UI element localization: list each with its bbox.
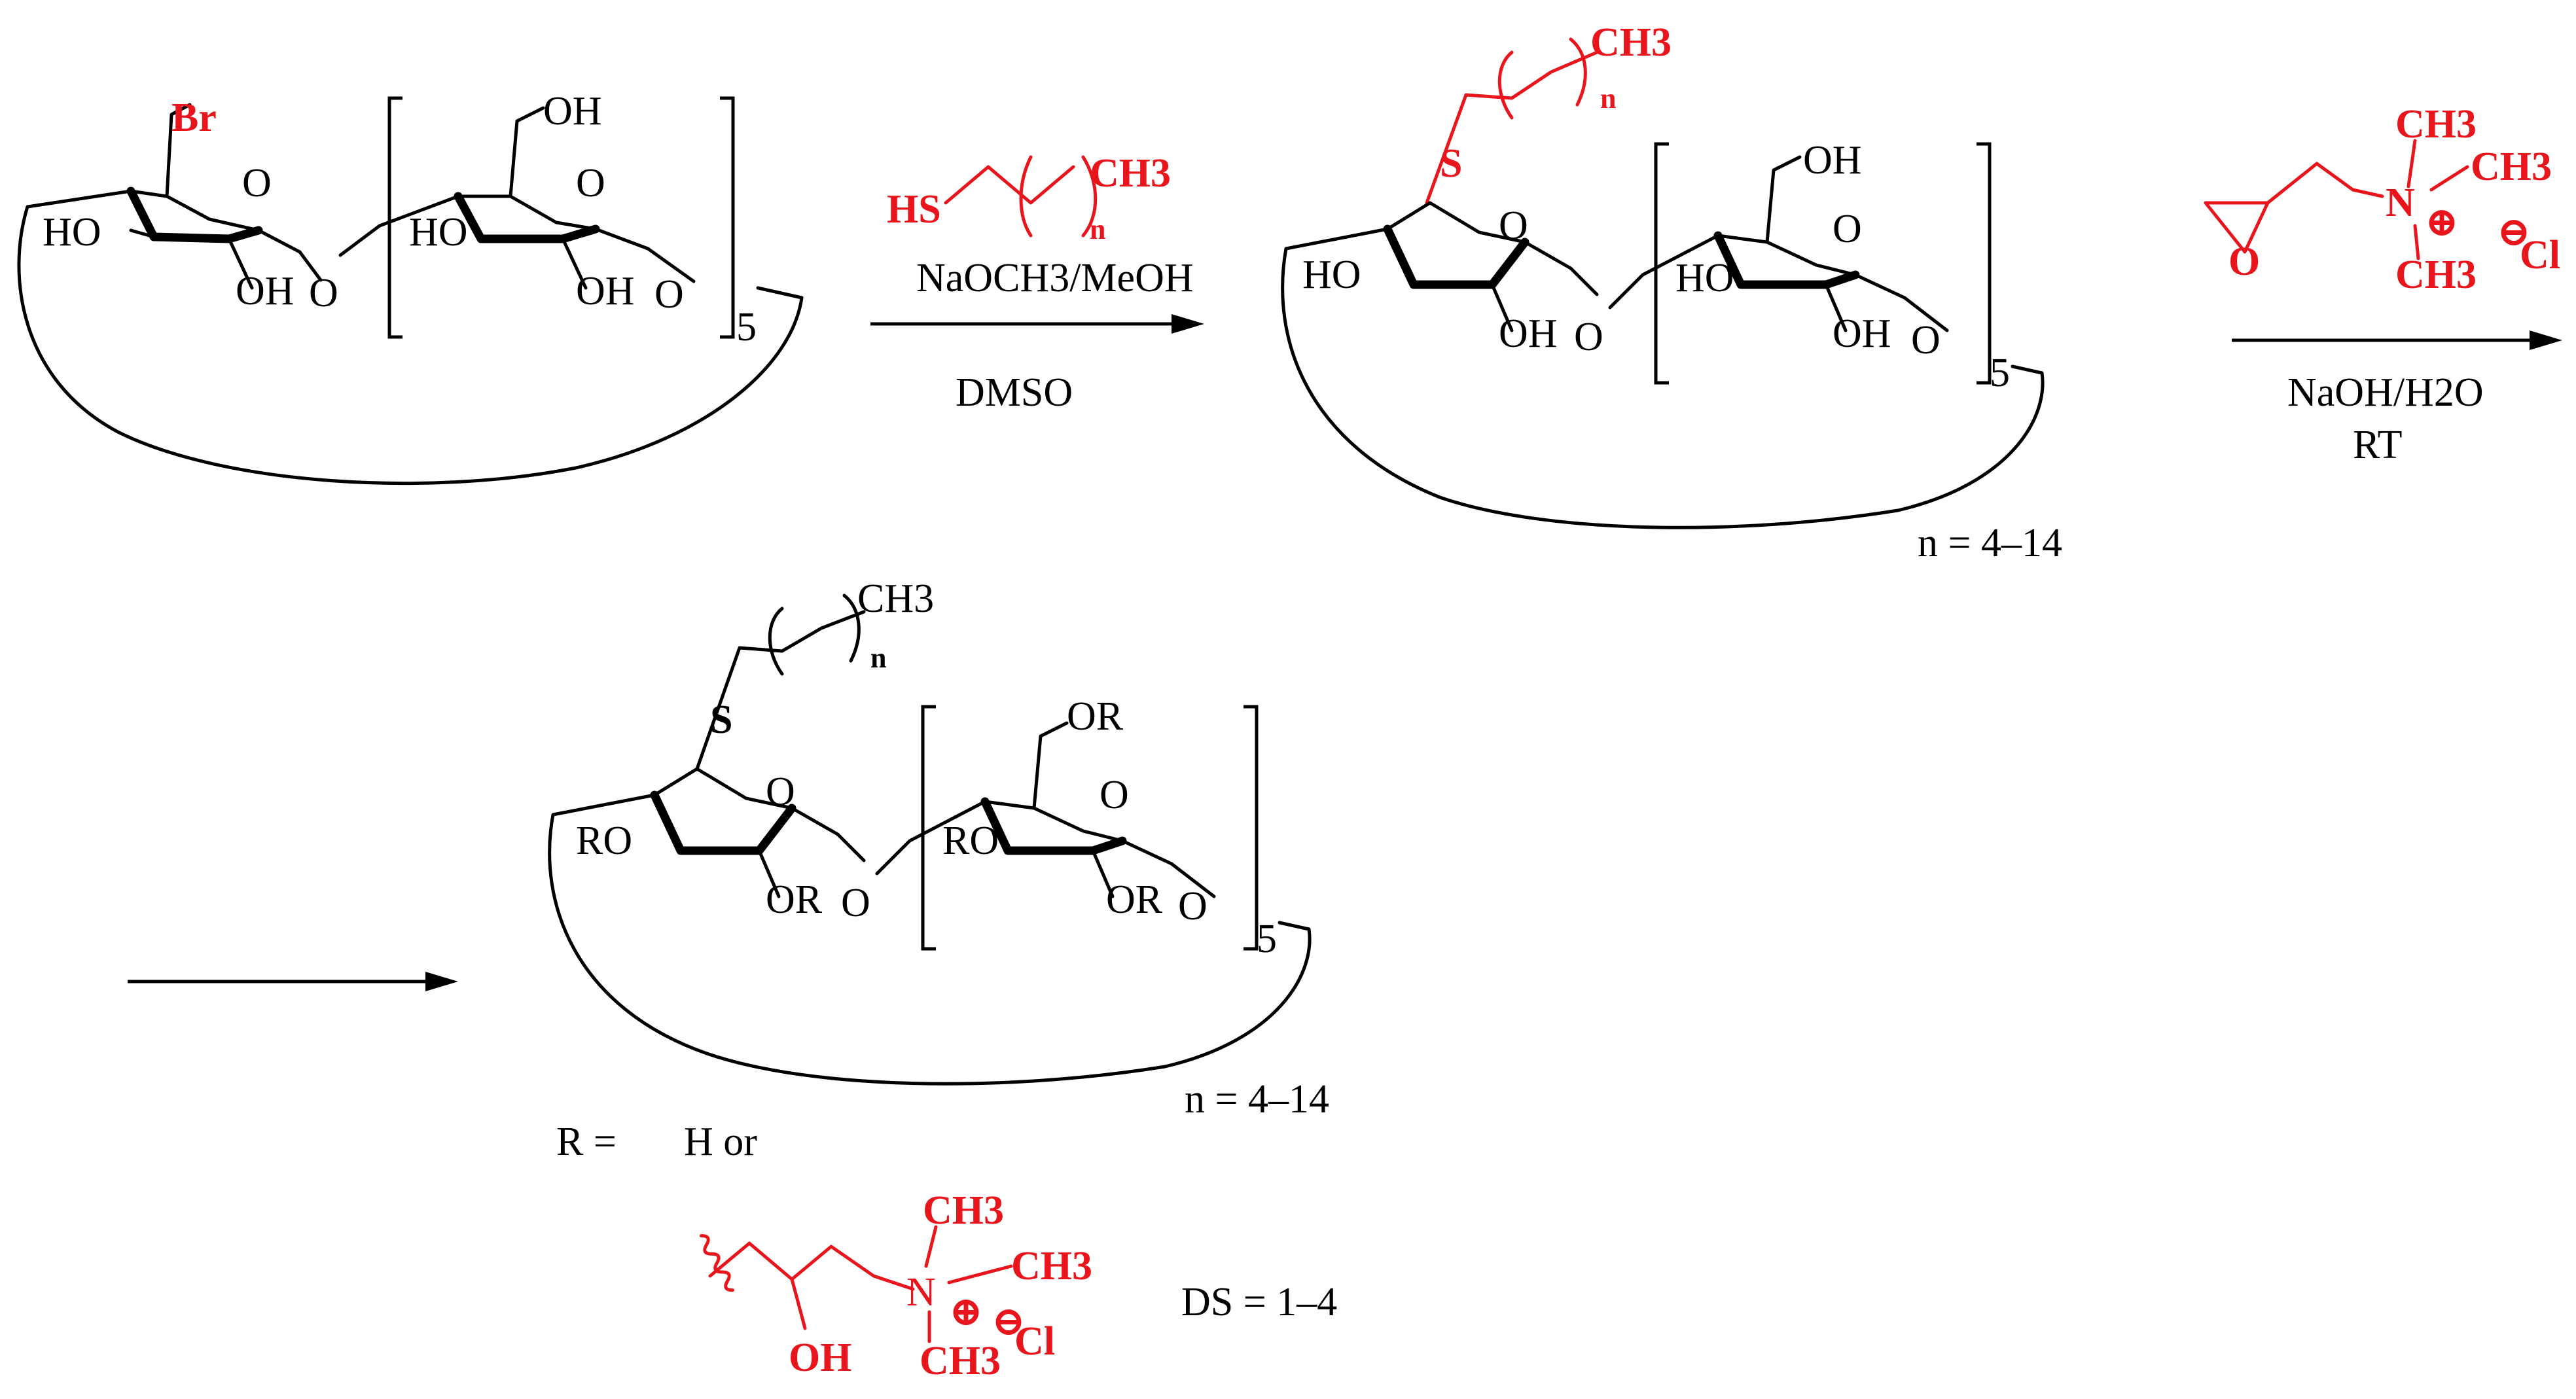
reagent-below-label: DMSO	[956, 370, 1073, 415]
chain-n-label: n	[1600, 82, 1616, 115]
chain-ch3-label: CH3	[1590, 20, 1672, 65]
substituent-chloride-label: Cl	[1014, 1319, 1055, 1364]
glucose-unit-repeat-intermediate	[1608, 155, 1949, 332]
chloride-label: Cl	[2520, 233, 2560, 277]
ammonium-ch3-bottom-label: CH3	[2395, 253, 2477, 297]
glucose-unit-repeat	[338, 106, 696, 290]
glycosidic-oxygen-label: O	[309, 271, 338, 315]
alkoxy-label-repeat-left: RO	[942, 819, 999, 863]
ds-range-label: DS = 1–4	[1181, 1280, 1337, 1324]
hydroxyl-label-top-repeat: OH	[1803, 138, 1862, 183]
intermediate-molecule: S CH3 n O HO OH O OH O HO OH O 5 n = 4–1…	[1281, 20, 2062, 565]
reagent-above-label: NaOCH3/MeOH	[916, 256, 1194, 300]
thiol-ch3-label: CH3	[1090, 151, 1171, 196]
epoxide-ring	[2204, 201, 2270, 254]
chain-n-label: n	[870, 642, 886, 674]
hydroxyl-label-top-repeat: OH	[543, 89, 602, 133]
sulfur-label: S	[710, 698, 732, 742]
n-range-label: n = 4–14	[1918, 521, 2062, 565]
hydroxyl-label-left: HO	[43, 210, 101, 255]
thiol-hs-label: HS	[887, 187, 941, 232]
bromo-label: Br	[171, 96, 217, 140]
thiol-chain	[944, 165, 1075, 205]
product-molecule: S CH3 n O RO OR O OR O RO OR O 5 n = 4–1…	[548, 576, 1329, 1164]
glycosidic-oxygen-repeat-label: O	[1911, 318, 1941, 363]
left-bracket	[387, 96, 402, 339]
ring-oxygen-label: O	[766, 770, 795, 814]
hydroxyl-label-bottom: OH	[1499, 311, 1558, 356]
ring-oxygen-repeat-label: O	[1833, 207, 1862, 251]
cyclodextrin-loop	[17, 205, 804, 486]
left-bracket	[1654, 142, 1669, 385]
glycosidic-oxygen-label: O	[841, 881, 870, 925]
substituent-minus-label: ⊖	[992, 1300, 1026, 1344]
repeat-count-label: 5	[736, 305, 757, 349]
product-thio-chain	[695, 610, 866, 771]
substituent-ch3-top-label: CH3	[923, 1188, 1004, 1233]
ring-oxygen-label: O	[242, 161, 272, 205]
hydroxyl-label-bottom: OH	[236, 269, 295, 313]
glucose-unit-product	[551, 767, 866, 898]
thio-chain	[1425, 50, 1599, 205]
right-bracket	[1243, 705, 1259, 951]
hydroxyl-label-repeat-left: HO	[409, 210, 468, 255]
glycosidic-oxygen-label: O	[1574, 315, 1603, 359]
ammonium-ch3-top-label: CH3	[2395, 102, 2477, 147]
repeat-count-label: 5	[1990, 351, 2010, 395]
ammonium-n-label: N	[2386, 181, 2415, 225]
r-equals-label: R =	[556, 1120, 617, 1164]
cyclodextrin-loop-product	[548, 813, 1312, 1086]
step-3	[128, 972, 458, 991]
step-2-arrowhead	[2530, 330, 2562, 350]
r-options-label: H or	[684, 1120, 757, 1164]
reactant-molecule: Br O HO OH O OH O HO OH O 5	[17, 89, 804, 486]
hydroxyl-label-repeat-left: HO	[1675, 256, 1734, 300]
reagent-below-label: NaOH/H2O	[2287, 370, 2484, 415]
thiol-n-label: n	[1090, 213, 1105, 245]
glucose-unit-intermediate	[1284, 201, 1599, 332]
chain-ch3-label: CH3	[857, 576, 934, 621]
r-substituent: OH N CH3 CH3 ⊕ ⊖ Cl CH3 DS = 1–4	[699, 1188, 1337, 1383]
step-1: HS CH3 n NaOCH3/MeOH DMSO	[870, 151, 1204, 415]
step-1-arrowhead	[1172, 314, 1204, 334]
minus-charge-label: ⊖	[2497, 210, 2531, 255]
substituent-n-label: N	[906, 1270, 936, 1315]
substituent-plus-label: ⊕	[949, 1290, 983, 1334]
sulfur-label: S	[1440, 141, 1462, 186]
ring-oxygen-repeat-label: O	[576, 161, 605, 205]
wavy-attachment	[699, 1234, 734, 1292]
epoxide-oxygen-label: O	[2228, 239, 2260, 284]
plus-charge-label: ⊕	[2425, 200, 2459, 245]
hydroxyl-label-left: HO	[1302, 253, 1361, 297]
alkoxy-label-top-repeat: OR	[1067, 694, 1124, 739]
right-bracket	[1977, 142, 1992, 385]
ring-oxygen-label: O	[1499, 204, 1528, 248]
substituent-ch3-right-label: CH3	[1011, 1244, 1092, 1288]
repeat-count-label: 5	[1257, 917, 1277, 961]
alkoxy-label-left: RO	[576, 819, 632, 863]
glucose-unit-repeat-product	[875, 721, 1216, 898]
substituent-ch3-bottom-label: CH3	[920, 1339, 1001, 1383]
step-3-arrowhead	[425, 972, 458, 991]
glycosidic-oxygen-repeat-label: O	[1178, 884, 1208, 929]
glucose-unit-1	[26, 103, 323, 290]
ring-oxygen-repeat-label: O	[1100, 773, 1129, 817]
left-bracket	[921, 705, 936, 951]
glycosidic-oxygen-repeat-label: O	[654, 272, 684, 317]
alkoxy-label-bottom: OR	[766, 877, 823, 922]
alkoxy-label-repeat-bottom: OR	[1106, 877, 1163, 922]
step-2: O CH3 CH3 N ⊕ ⊖ Cl CH3 NaOH/H2O RT	[2204, 102, 2562, 467]
cyclodextrin-loop-intermediate	[1281, 247, 2045, 529]
substituent-oh-label: OH	[789, 1336, 851, 1380]
hydroxyl-label-repeat-bottom: OH	[1833, 311, 1891, 356]
n-range-label: n = 4–14	[1185, 1077, 1329, 1122]
hydroxyl-label-repeat-bottom: OH	[576, 269, 635, 313]
right-bracket	[720, 96, 735, 339]
ammonium-ch3-right-label: CH3	[2471, 145, 2552, 189]
condition-below-label: RT	[2353, 423, 2403, 467]
